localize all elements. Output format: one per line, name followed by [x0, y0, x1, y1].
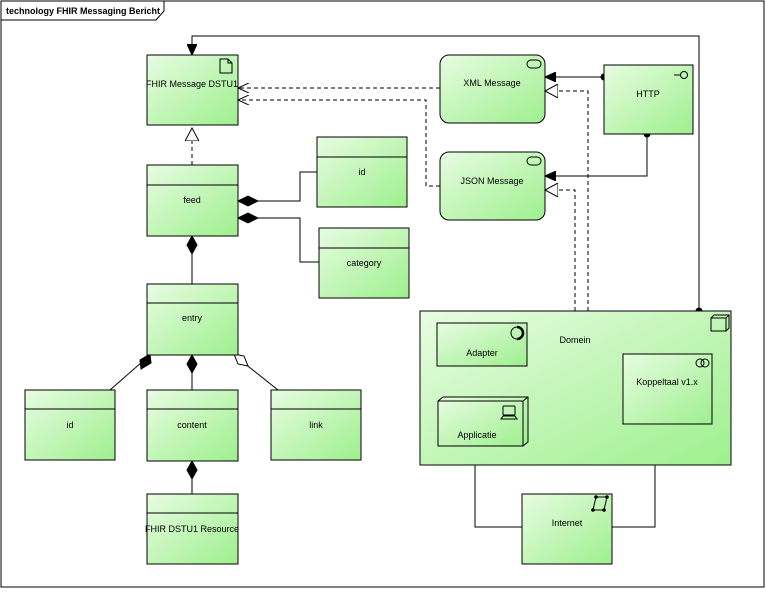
node-link[interactable]: link [270, 389, 362, 461]
service-icon [526, 156, 542, 166]
node-label: content [177, 420, 207, 430]
node-id-bottom[interactable]: id [24, 389, 116, 461]
composition-diamond [186, 459, 198, 481]
node-label: id [358, 167, 365, 177]
node-fhir-resource[interactable]: FHIR DSTU1 Resource [145, 493, 239, 565]
aggregation-diamond [233, 353, 249, 367]
path-applicatie-internet [474, 446, 522, 528]
node-adapter[interactable]: Adapter [436, 322, 528, 367]
node-label: JSON Message [460, 176, 523, 186]
node-label: id [66, 420, 73, 430]
node-http[interactable]: HTTP [603, 64, 694, 135]
node-label: entry [182, 313, 203, 323]
node-applicatie[interactable]: Applicatie [437, 396, 529, 447]
node-icon [710, 314, 730, 332]
node-internet[interactable]: Internet [521, 493, 613, 565]
flow-http-json [545, 134, 647, 176]
node-xml-message[interactable]: XML Message [439, 54, 546, 124]
node-feed[interactable]: feed [146, 164, 239, 237]
node-koppeltaal[interactable]: Koppeltaal v1.x [622, 353, 713, 425]
node-content[interactable]: content [146, 389, 239, 462]
node-label: HTTP [636, 89, 660, 99]
device-icon [500, 405, 518, 420]
node-json-message[interactable]: JSON Message [439, 151, 546, 221]
composition-diamond [186, 234, 198, 256]
node-label: FHIR DSTU1 Resource [145, 524, 239, 534]
composition-diamond [139, 353, 152, 370]
node-label: Adapter [466, 348, 498, 358]
composition-feed-category [238, 217, 319, 263]
node-label: FHIR Message DSTU1 [146, 79, 238, 89]
node-entry[interactable]: entry [146, 283, 239, 356]
node-label: Domein [559, 335, 590, 345]
node-label: category [347, 258, 382, 268]
composition-diamond [236, 195, 260, 207]
document-icon [219, 58, 233, 74]
flow-domein-message [192, 35, 699, 311]
network-icon [591, 495, 609, 512]
node-id-top[interactable]: id [316, 136, 408, 208]
realization-domein-json [545, 190, 576, 311]
node-label: Applicatie [457, 430, 496, 440]
composition-diamond [186, 353, 198, 375]
node-label: Internet [552, 518, 583, 528]
realization-domein-xml [545, 91, 589, 311]
interface-icon [674, 71, 688, 79]
node-fhir-message[interactable]: FHIR Message DSTU1 [146, 54, 239, 126]
node-label: link [309, 420, 323, 430]
node-category[interactable]: category [318, 227, 410, 299]
collaboration-icon [695, 358, 710, 368]
frame-title: technology FHIR Messaging Bericht [6, 6, 160, 16]
component-icon [510, 325, 525, 341]
node-label: feed [183, 195, 201, 205]
service-icon [526, 59, 542, 69]
frame-tab [0, 0, 165, 21]
node-label: Koppeltaal v1.x [636, 377, 698, 387]
node-label: XML Message [463, 78, 520, 88]
composition-feed-id [238, 171, 317, 202]
composition-diamond [236, 212, 260, 224]
